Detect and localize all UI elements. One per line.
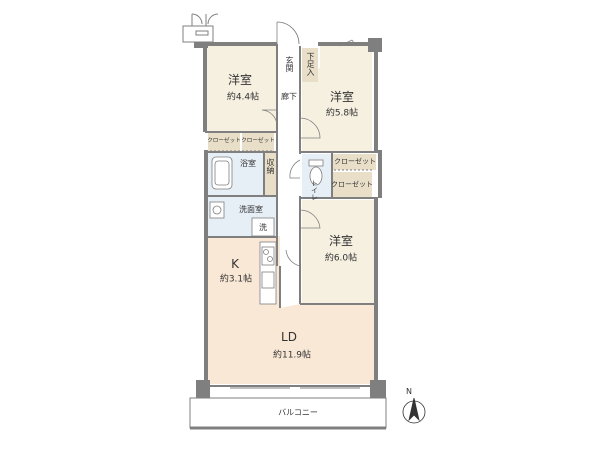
door-swings — [261, 21, 357, 267]
closet-e-floor — [332, 172, 372, 198]
western-room-nw-floor — [205, 46, 277, 132]
washer-label: 洗 — [259, 223, 267, 232]
closet-2-floor — [242, 133, 274, 151]
north-label: N — [406, 387, 412, 396]
washer-pan — [251, 217, 275, 237]
interior-walls — [205, 44, 378, 308]
living-dining-name: LD — [281, 330, 297, 344]
hallway-label: 廊下 — [281, 92, 297, 101]
kitchen-counter — [259, 241, 277, 305]
bathtub — [211, 156, 233, 190]
closet-e-label: クローゼット — [331, 180, 373, 189]
kitchen-name: K — [231, 257, 239, 271]
western-room-ne-area: 約5.8帖 — [325, 108, 359, 119]
kitchen-area: 約3.1帖 — [219, 274, 253, 285]
shoe-storage-floor — [302, 48, 318, 82]
living-dining-floor — [208, 304, 374, 384]
closet-1-label: クローゼット — [207, 137, 241, 144]
western-room-ne-name: 洋室 — [329, 90, 355, 104]
western-room-nw-name: 洋室 — [227, 73, 253, 87]
closet-2-label: クローゼット — [241, 137, 275, 144]
western-room-e-area: 約6.0帖 — [324, 253, 358, 264]
closet-ne-floor — [332, 154, 376, 170]
balcony-area — [189, 397, 387, 429]
closet-1-floor — [208, 133, 240, 151]
western-room-e-floor — [302, 200, 374, 304]
storage-label: 収納 — [266, 158, 275, 174]
washbasin — [209, 201, 225, 219]
outdoor-unit — [182, 13, 219, 43]
western-room-nw-area: 約4.4帖 — [226, 92, 260, 103]
north-compass — [402, 397, 426, 424]
western-room-e-name: 洋室 — [328, 234, 354, 248]
closet-door-lines — [210, 150, 374, 171]
shoe-storage-label: 下足入 — [306, 52, 315, 76]
closet-ne-label: クローゼット — [334, 157, 376, 166]
toilet-label: トイレ — [310, 179, 319, 201]
toilet-fixture — [308, 159, 324, 186]
living-dining-area: 約11.9帖 — [272, 350, 312, 361]
entrance-label: 玄関 — [285, 56, 294, 72]
washroom-label: 洗面室 — [239, 205, 263, 214]
western-room-ne-floor — [302, 46, 372, 152]
storage-floor — [264, 153, 276, 195]
bathroom-label: 浴室 — [240, 159, 256, 168]
balcony-label: バルコニー — [278, 408, 318, 417]
exterior-walls — [203, 42, 378, 388]
